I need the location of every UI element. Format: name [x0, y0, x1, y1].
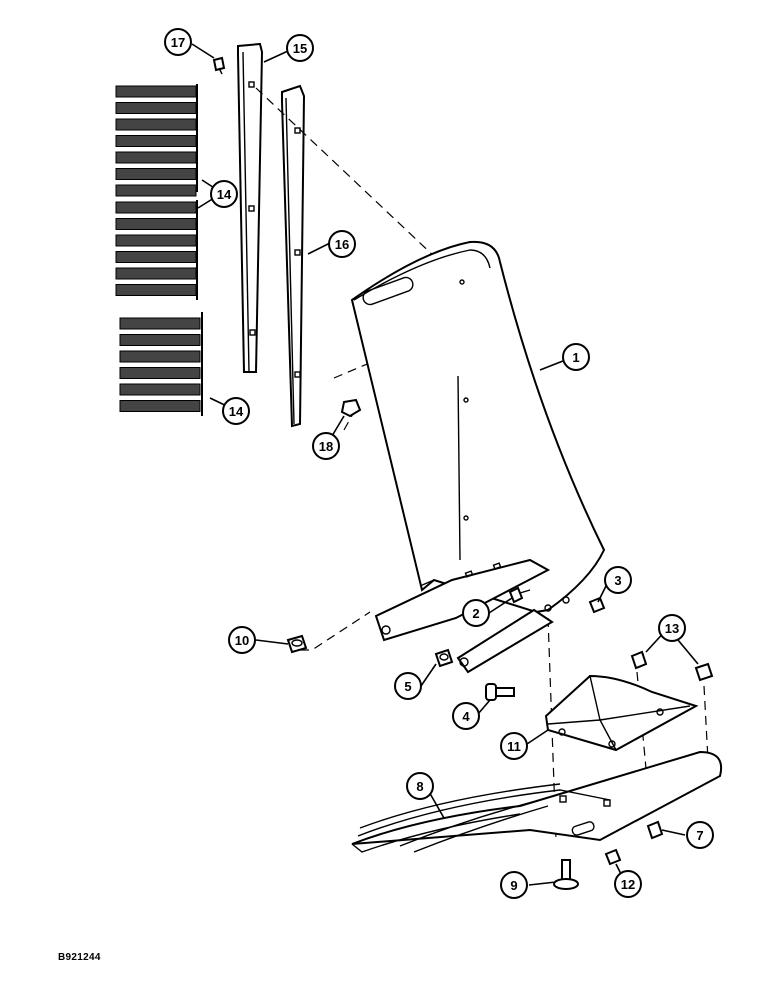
- callout-circle: [686, 821, 714, 849]
- brush-bristle: [115, 267, 197, 280]
- callout-circle: [164, 28, 192, 56]
- callout-label: 18: [319, 439, 333, 454]
- callout-16: 16: [328, 230, 356, 258]
- brush-bristle: [115, 218, 197, 230]
- callout-label: 7: [696, 828, 703, 843]
- callout-circle: [500, 732, 528, 760]
- brush-strips: [115, 84, 203, 416]
- brush-bristle: [115, 184, 197, 197]
- callout-label: 10: [235, 633, 249, 648]
- callout-label: 11: [507, 739, 521, 754]
- callout-label: 14: [217, 187, 232, 202]
- callout-label: 14: [229, 404, 244, 419]
- callout-circle: [406, 772, 434, 800]
- nut-13b: [694, 662, 714, 682]
- callout-circle: [614, 870, 642, 898]
- brush-bristle: [119, 383, 201, 396]
- hardware: [212, 56, 714, 890]
- nut-13a: [630, 650, 648, 670]
- callout-circle: [562, 343, 590, 371]
- brush-bristle: [115, 284, 197, 296]
- callout-14: 14: [210, 180, 238, 208]
- callout-5: 5: [394, 672, 422, 700]
- screw-12: [604, 848, 622, 866]
- brush-bristle: [115, 151, 197, 164]
- bolt-4: [485, 683, 515, 701]
- callout-label: 8: [416, 779, 423, 794]
- callout-label: 3: [614, 573, 621, 588]
- brush-bristle: [115, 118, 197, 131]
- bolt-9: [553, 859, 579, 890]
- brush-bristle: [119, 367, 201, 379]
- brush-bristle: [119, 334, 201, 346]
- callout-circle: [222, 397, 250, 425]
- callout-label: 17: [171, 35, 185, 50]
- callout-14: 14: [222, 397, 250, 425]
- brush-bristle: [115, 102, 197, 114]
- callout-circle: [462, 599, 490, 627]
- callout-label: 15: [293, 41, 307, 56]
- callout-label: 4: [462, 709, 470, 724]
- brush-bristle: [119, 350, 201, 363]
- callout-circle: [500, 871, 528, 899]
- callout-18: 18: [312, 432, 340, 460]
- shield-panel: [350, 240, 606, 674]
- callout-7: 7: [686, 821, 714, 849]
- callout-8: 8: [406, 772, 434, 800]
- callout-17: 17: [164, 28, 192, 56]
- figure-reference-code: B921244: [58, 952, 101, 963]
- callout-label: 2: [472, 606, 479, 621]
- callout-circle: [394, 672, 422, 700]
- callout-circle: [328, 230, 356, 258]
- nut-5: [434, 648, 454, 668]
- nut-3: [588, 596, 606, 614]
- callout-circle: [228, 626, 256, 654]
- plate-11: [544, 674, 699, 752]
- brush-bristle: [115, 168, 197, 180]
- brush-bristle: [115, 135, 197, 147]
- callout-12: 12: [614, 870, 642, 898]
- nut-18: [340, 398, 362, 418]
- callout-circle: [210, 180, 238, 208]
- callout-4: 4: [452, 702, 480, 730]
- mounting-strip-16: [281, 84, 306, 428]
- callout-label: 12: [621, 877, 635, 892]
- callout-label: 13: [665, 621, 679, 636]
- callout-10: 10: [228, 626, 256, 654]
- callout-label: 1: [572, 350, 579, 365]
- brush-bristle: [119, 317, 201, 330]
- callout-label: 5: [404, 679, 411, 694]
- brush-bristle: [119, 400, 201, 412]
- callout-label: 9: [510, 878, 517, 893]
- callout-circle: [312, 432, 340, 460]
- callout-13: 13: [658, 614, 686, 642]
- callout-2: 2: [462, 599, 490, 627]
- callout-3: 3: [604, 566, 632, 594]
- callout-9: 9: [500, 871, 528, 899]
- callout-15: 15: [286, 34, 314, 62]
- callout-11: 11: [500, 732, 528, 760]
- brush-bristle: [115, 251, 197, 263]
- callout-circle: [604, 566, 632, 594]
- brush-bristle: [115, 201, 197, 214]
- callout-circle: [286, 34, 314, 62]
- callout-label: 16: [335, 237, 349, 252]
- brush-bristle: [115, 234, 197, 247]
- screw-7: [646, 820, 664, 840]
- brush-bristle: [115, 85, 197, 98]
- callout-1: 1: [562, 343, 590, 371]
- callout-circle: [658, 614, 686, 642]
- screw-17: [212, 56, 226, 75]
- bolt-2: [508, 586, 531, 604]
- mounting-strip-15: [237, 42, 264, 373]
- deflector-8: [351, 750, 722, 853]
- nut-10: [286, 634, 308, 654]
- callout-circle: [452, 702, 480, 730]
